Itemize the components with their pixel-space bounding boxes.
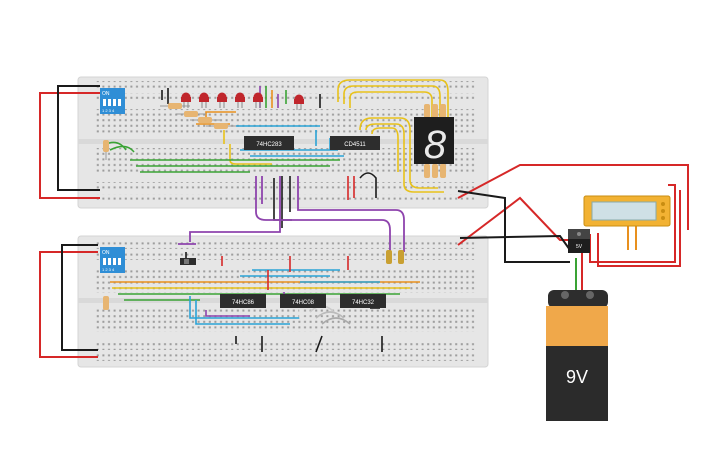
dip-switch-on-label: ON [102, 250, 110, 256]
battery-label: 9V [566, 367, 588, 387]
chip-label: 74HC08 [292, 300, 315, 306]
resistor [103, 296, 109, 310]
resistor [432, 164, 438, 178]
led-row [181, 92, 263, 108]
dip-switch-top[interactable]: ON 1 2 3 4 [100, 88, 125, 114]
resistor [386, 250, 392, 264]
led [235, 92, 245, 108]
chip-label: 74HC32 [352, 300, 375, 306]
dip-switch-on-label: ON [102, 91, 110, 97]
bottom-board-wires [110, 252, 420, 353]
power-wires [39, 85, 689, 358]
interboard-wires [178, 176, 405, 252]
chip-label: 74HC283 [256, 142, 282, 148]
voltage-regulator: 5V [568, 229, 590, 253]
led [253, 92, 263, 108]
chip-cd4511: CD4511 [330, 136, 380, 150]
resistor [398, 250, 404, 264]
display-digit: 8 [424, 123, 447, 167]
led [199, 92, 209, 108]
lcd-module [583, 195, 671, 227]
resistor [206, 123, 236, 129]
dip-switch-numbers: 1 2 3 4 [102, 267, 115, 272]
chip-74hc32: 74HC32 [340, 294, 386, 308]
battery-9v: 9V [546, 290, 608, 421]
resistor [432, 104, 438, 118]
seven-segment-display: 8 [414, 117, 454, 167]
chip-74hc86: 74HC86 [220, 294, 266, 308]
resistor [424, 104, 430, 118]
regulator-label: 5V [576, 244, 583, 250]
resistor [160, 103, 190, 109]
dip-switch-numbers: 1 2 3 4 [102, 108, 115, 113]
chip-74hc08: 74HC08 [280, 294, 326, 308]
led [181, 92, 191, 108]
led [217, 92, 227, 108]
chip-label: 74HC86 [232, 300, 255, 306]
led-single [294, 94, 304, 110]
resistor [424, 164, 430, 178]
resistor [103, 140, 109, 160]
dip-switch-bottom[interactable]: ON 1 2 3 4 [100, 247, 125, 273]
slide-switch[interactable] [180, 258, 196, 265]
top-resistors [103, 103, 446, 178]
resistor [440, 104, 446, 118]
resistor [176, 111, 206, 117]
resistor [440, 164, 446, 178]
bottom-resistors [103, 250, 404, 310]
resistor [190, 117, 220, 123]
chip-label: CD4511 [344, 142, 366, 148]
chip-74hc283: 74HC283 [244, 136, 294, 150]
